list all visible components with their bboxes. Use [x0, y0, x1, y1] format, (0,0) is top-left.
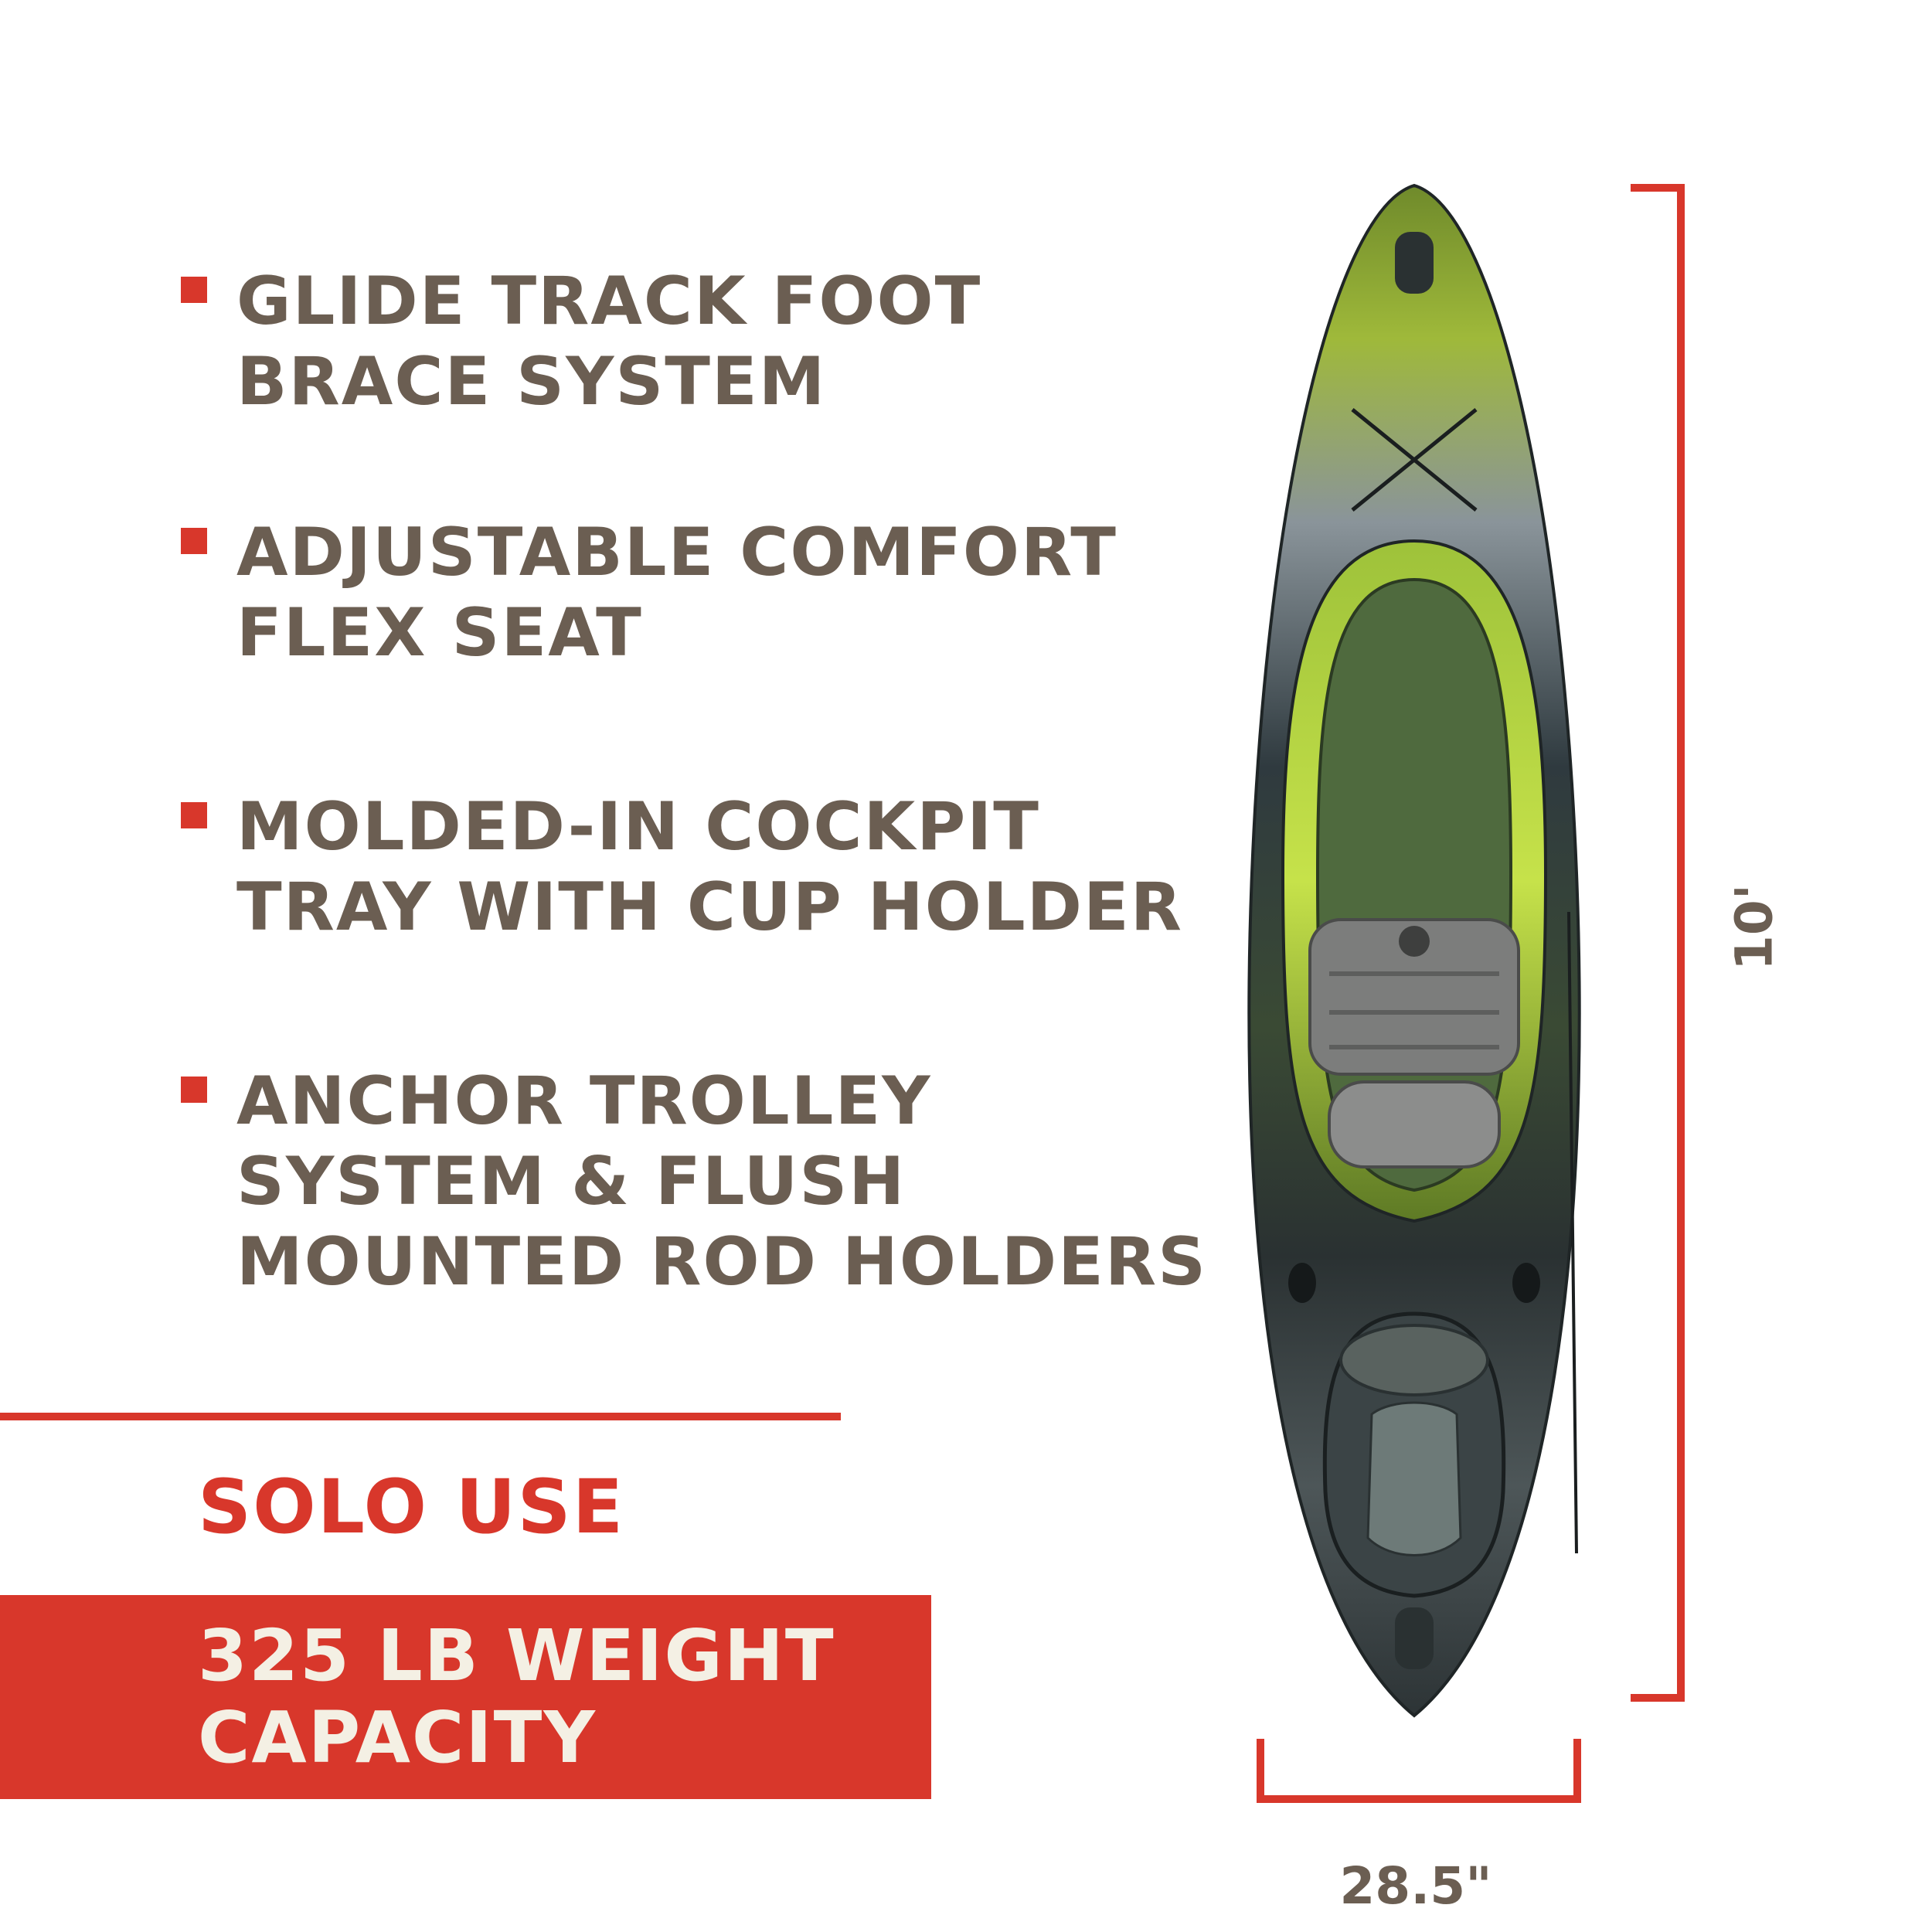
feature-text: GLIDE TRACK FOOT BRACE SYSTEM [236, 263, 982, 420]
bullet-square-icon [181, 1077, 207, 1103]
divider [0, 1413, 841, 1420]
seat-base [1328, 1080, 1501, 1168]
kayak-image [1247, 183, 1581, 1718]
solo-use-label: SOLO USE [198, 1464, 625, 1550]
feature-text: ANCHOR TROLLEY SYSTEM & FLUSH MOUNTED RO… [236, 1063, 1208, 1301]
capacity-text: 325 LB WEIGHT CAPACITY [198, 1614, 835, 1779]
feature-text: ADJUSTABLE COMFORT FLEX SEAT [236, 514, 1117, 672]
capacity-banner: 325 LB WEIGHT CAPACITY [0, 1595, 931, 1799]
rod-holder-left [1288, 1263, 1316, 1303]
bullet-square-icon [181, 802, 207, 828]
bullet-square-icon [181, 277, 207, 303]
length-label: 10' [1724, 883, 1784, 971]
bullet-square-icon [181, 528, 207, 554]
seat-back [1308, 918, 1520, 1076]
rod-holder-right [1512, 1263, 1540, 1303]
width-bracket [1257, 1739, 1581, 1803]
width-label: 28.5" [1339, 1856, 1492, 1916]
feature-text: MOLDED-IN COCKPIT TRAY WITH CUP HOLDER [236, 788, 1184, 946]
cup-holder [1399, 926, 1430, 957]
length-bracket [1631, 184, 1685, 1702]
